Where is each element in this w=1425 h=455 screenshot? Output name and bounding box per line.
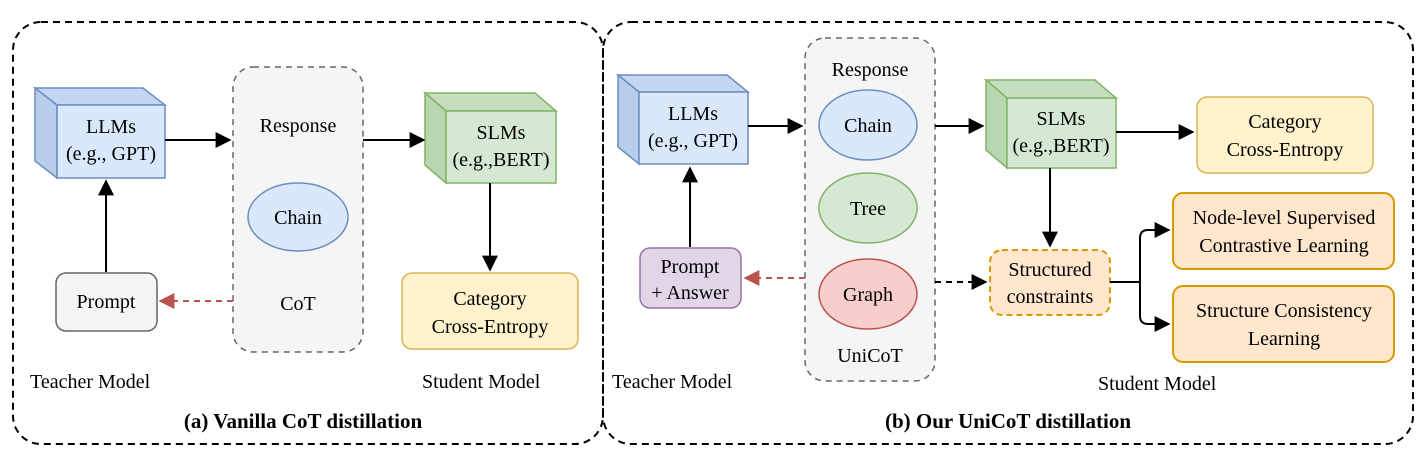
tree-label-b: Tree	[850, 198, 886, 220]
consistency-line1: Structure Consistency	[1196, 300, 1372, 322]
cot-label-a: CoT	[280, 293, 316, 315]
llm-cube-b: LLMs (e.g., GPT)	[615, 73, 751, 166]
chain-label-a: Chain	[274, 207, 322, 229]
structured-line2: constraints	[1007, 286, 1094, 308]
panel-b-frame	[602, 21, 1414, 445]
llm-b-line1: LLMs	[668, 103, 718, 125]
llm-a-line1: LLMs	[86, 116, 136, 138]
slm-a-line1: SLMs	[477, 122, 526, 144]
loss-box-a	[401, 272, 579, 350]
llm-a-line2: (e.g., GPT)	[66, 143, 156, 165]
teacher-label-a: Teacher Model	[30, 371, 151, 393]
tree-node-b	[818, 172, 918, 244]
node-line2: Contrastive Learning	[1199, 235, 1368, 257]
graph-node-b	[818, 258, 918, 330]
structure-consistency-box	[1172, 285, 1395, 363]
slm-cube-a: SLMs (e.g.,BERT)	[422, 91, 559, 185]
teacher-label-b: Teacher Model	[612, 371, 733, 393]
prompt-b-line1: Prompt	[661, 256, 720, 278]
loss-a-line2: Cross-Entropy	[432, 316, 549, 338]
prompt-box-a	[55, 272, 158, 332]
node-line1: Node-level Supervised	[1193, 207, 1376, 229]
arrow-to-node-level	[1110, 222, 1171, 283]
loss-b-line2: Cross-Entropy	[1227, 139, 1344, 161]
slm-b-line2: (e.g.,BERT)	[1012, 135, 1109, 157]
caption-a: (a) Vanilla CoT distillation	[184, 409, 423, 433]
chain-label-b: Chain	[844, 115, 892, 137]
prompt-answer-box-b	[639, 247, 742, 309]
consistency-line2: Learning	[1248, 328, 1320, 350]
chain-node-b	[818, 89, 918, 161]
slm-b-line1: SLMs	[1037, 108, 1086, 130]
slm-a-line2: (e.g.,BERT)	[452, 149, 549, 171]
arrow-to-structure-consistency	[1110, 281, 1171, 332]
unicot-label-b: UniCoT	[837, 345, 903, 367]
student-label-b: Student Model	[1098, 373, 1217, 395]
llm-b-line2: (e.g., GPT)	[648, 130, 738, 152]
caption-b: (b) Our UniCoT distillation	[885, 409, 1131, 433]
loss-b-line1: Category	[1248, 111, 1321, 133]
node-level-box	[1172, 192, 1395, 270]
prompt-b-line2: + Answer	[651, 282, 729, 304]
response-title-b: Response	[832, 59, 909, 81]
response-title-a: Response	[260, 115, 337, 137]
slm-cube-b: SLMs (e.g.,BERT)	[983, 78, 1119, 170]
loss-box-b	[1196, 96, 1374, 174]
graph-label-b: Graph	[843, 284, 893, 306]
chain-node-a	[247, 182, 349, 252]
loss-a-line1: Category	[453, 288, 526, 310]
student-label-a: Student Model	[422, 371, 541, 393]
llm-cube-a: LLMs (e.g., GPT)	[32, 86, 168, 180]
structured-line1: Structured	[1008, 259, 1091, 281]
prompt-label-a: Prompt	[77, 291, 136, 313]
